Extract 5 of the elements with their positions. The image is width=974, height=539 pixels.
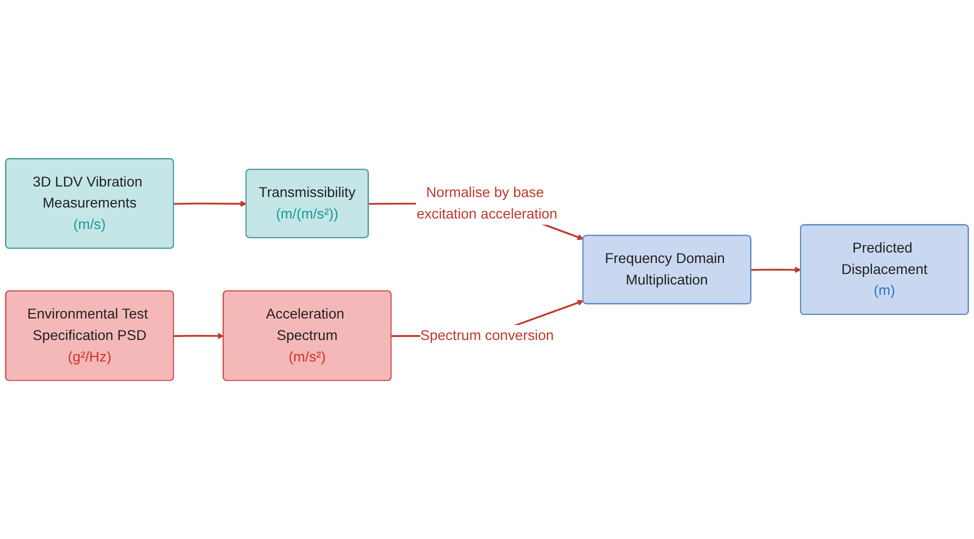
arrow	[174, 200, 247, 207]
arrow	[751, 266, 802, 273]
edge-label: Normalise by base excitation acceleration	[416, 184, 558, 222]
arrow	[174, 332, 224, 340]
edge-label: Spectrum conversion	[420, 328, 554, 344]
